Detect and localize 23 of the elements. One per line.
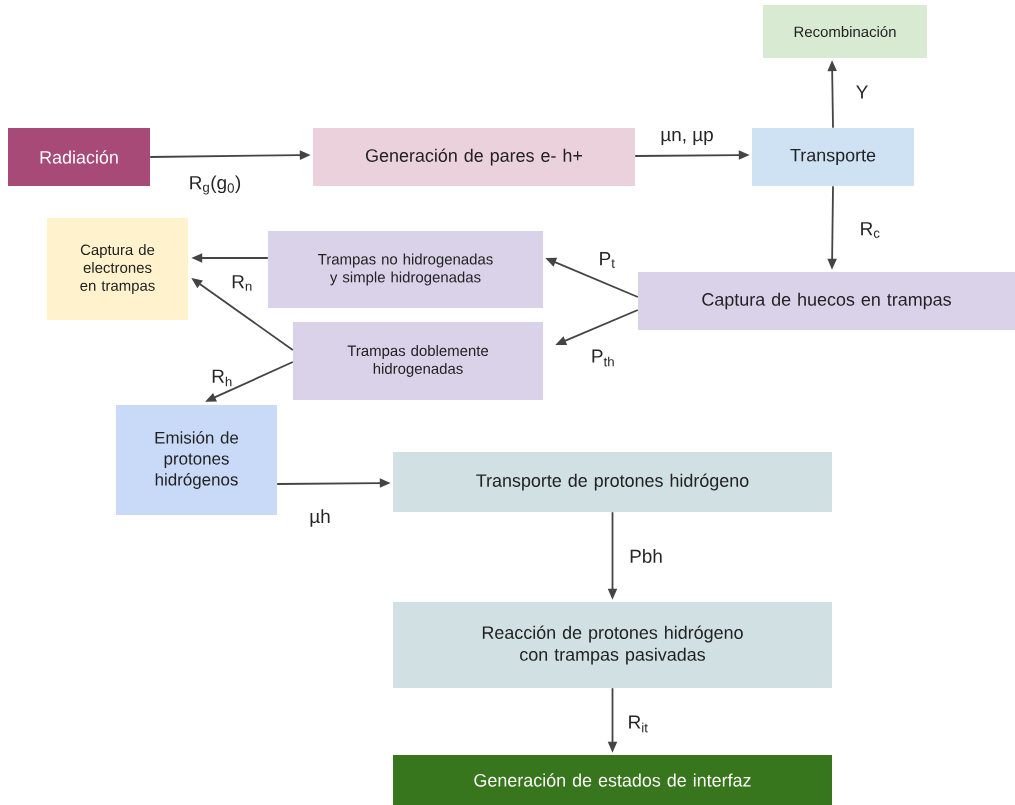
process-box: Recombinación	[763, 5, 927, 58]
edge-label: µn, µp	[659, 129, 715, 147]
process-box: Emisión de protones hidrógenos	[116, 405, 277, 515]
process-box: Trampas no hidrogenadas y simple hidrogenadas	[268, 231, 543, 308]
edge-label: Pbh	[628, 548, 664, 564]
edge-label: R$_{g}$(g$_{0}$)	[187, 174, 243, 196]
process-box: Trampas doblemente hidrogenadas	[293, 322, 543, 400]
edge-label: R$_{h}$	[210, 368, 234, 388]
process-box: Reacción de protones hidrógeno con trampas pasivadas	[393, 602, 832, 688]
process-box: Transporte de protones hidrógeno	[393, 452, 832, 512]
process-box: Radiación	[8, 128, 150, 186]
process-box: Captura de huecos en trampas	[638, 272, 1015, 330]
edge-label: Y	[854, 84, 870, 100]
process-box: Captura de electrones en trampas	[47, 218, 188, 320]
process-box: Generación de estados de interfaz	[393, 755, 832, 805]
edge-label: R$_{c}$	[858, 221, 882, 239]
edge-label: P$_{th}$	[589, 348, 617, 368]
process-box: Transporte	[752, 128, 914, 186]
edge-label: µh	[308, 508, 332, 528]
process-box: Generación de pares e- h+	[313, 128, 635, 186]
edge-label: P$_{t}$	[597, 251, 617, 269]
edge-label: R$_{n}$	[230, 274, 254, 292]
edge-label: R$_{it}$	[626, 714, 650, 734]
